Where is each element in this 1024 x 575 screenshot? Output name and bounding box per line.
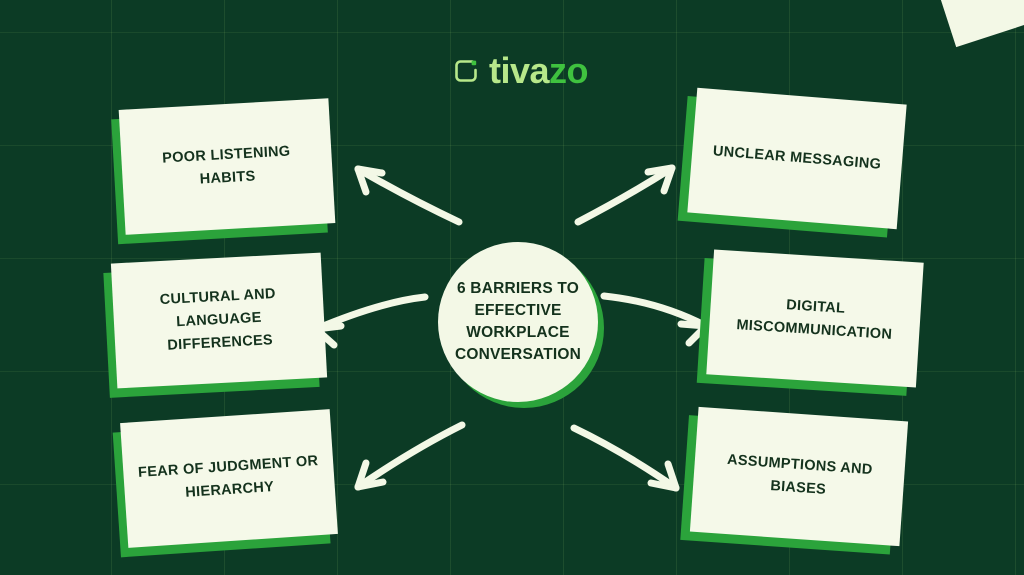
barrier-card-cultural-language[interactable]: CULTURAL AND LANGUAGE DIFFERENCES [103, 252, 328, 398]
barrier-card-unclear-messaging[interactable]: UNCLEAR MESSAGING [677, 87, 907, 238]
card-surface: ASSUMPTIONS AND BIASES [689, 406, 909, 547]
brand-wordmark-part-2: zo [549, 50, 589, 91]
arrow-top-left [354, 165, 463, 226]
arrow-middle-left [312, 293, 429, 349]
card-label: DIGITAL MISCOMMUNICATION [735, 296, 893, 343]
card-surface: FEAR OF JUDGMENT OR HIERARCHY [120, 409, 338, 548]
card-label: UNCLEAR MESSAGING [712, 143, 882, 173]
brand-wordmark-part-1: tiva [489, 50, 550, 91]
card-surface: CULTURAL AND LANGUAGE DIFFERENCES [110, 252, 328, 389]
barrier-card-poor-listening[interactable]: POOR LISTENING HABITS [111, 98, 336, 245]
center-circle: 6 BARRIERS TO EFFECTIVE WORKPLACE CONVER… [438, 242, 598, 402]
arrow-middle-right [600, 292, 710, 347]
brand-logo: tivazo [452, 50, 589, 92]
arrow-top-right [574, 164, 676, 226]
arrow-bottom-right [570, 424, 680, 492]
page-title: 6 BARRIERS TO EFFECTIVE WORKPLACE CONVER… [454, 280, 582, 363]
card-label: CULTURAL AND LANGUAGE DIFFERENCES [159, 286, 277, 354]
barrier-card-fear-of-judgment[interactable]: FEAR OF JUDGMENT OR HIERARCHY [112, 409, 338, 558]
arrow-bottom-left [354, 421, 466, 491]
tivazo-logo-icon [452, 57, 480, 85]
barrier-card-assumptions-biases[interactable]: ASSUMPTIONS AND BIASES [680, 406, 909, 555]
barrier-card-digital-miscommunication[interactable]: DIGITAL MISCOMMUNICATION [696, 249, 924, 396]
card-surface: UNCLEAR MESSAGING [687, 87, 907, 230]
corner-accent-top-right [937, 0, 1024, 48]
card-label: ASSUMPTIONS AND BIASES [726, 451, 874, 498]
card-label: FEAR OF JUDGMENT OR HIERARCHY [137, 452, 319, 501]
card-surface: DIGITAL MISCOMMUNICATION [706, 249, 924, 388]
card-label: POOR LISTENING HABITS [161, 143, 291, 188]
brand-wordmark: tivazo [489, 50, 589, 91]
card-surface: POOR LISTENING HABITS [118, 98, 336, 235]
